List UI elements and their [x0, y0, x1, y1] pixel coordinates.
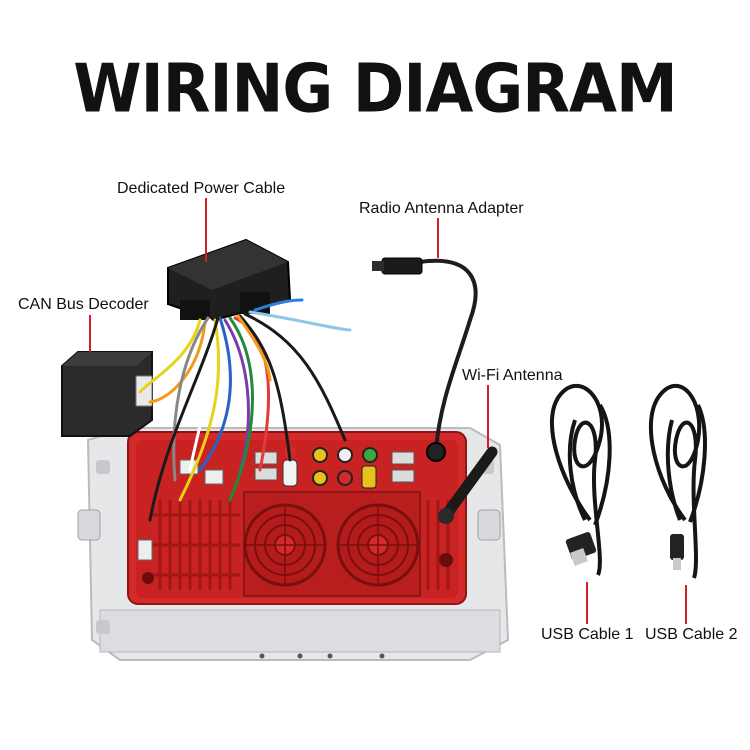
wire-bundle [138, 298, 352, 522]
usb-cable-1 [550, 383, 612, 576]
vent-grid [150, 500, 240, 590]
usb-cable-2 [648, 383, 707, 579]
label-power-cable: Dedicated Power Cable [117, 180, 286, 197]
label-wifi-antenna: Wi-Fi Antenna [462, 367, 563, 384]
usb-plug-icon [670, 534, 684, 570]
page-title: WIRING DIAGRAM [73, 49, 677, 128]
fan-icon [336, 503, 420, 587]
head-unit [127, 431, 467, 605]
label-can-bus: CAN Bus Decoder [18, 296, 149, 313]
can-bus-box [61, 351, 153, 437]
callout-lines [89, 198, 687, 624]
fan-icon [243, 503, 327, 587]
rca-jack-icon [282, 446, 378, 489]
label-usb2: USB Cable 2 [645, 626, 738, 643]
label-radio-antenna: Radio Antenna Adapter [359, 200, 524, 217]
antenna-icon [438, 446, 498, 524]
power-connector [167, 238, 292, 322]
usb-plug-icon [565, 532, 597, 566]
radio-antenna-cable [372, 257, 478, 462]
label-usb1: USB Cable 1 [541, 626, 634, 643]
